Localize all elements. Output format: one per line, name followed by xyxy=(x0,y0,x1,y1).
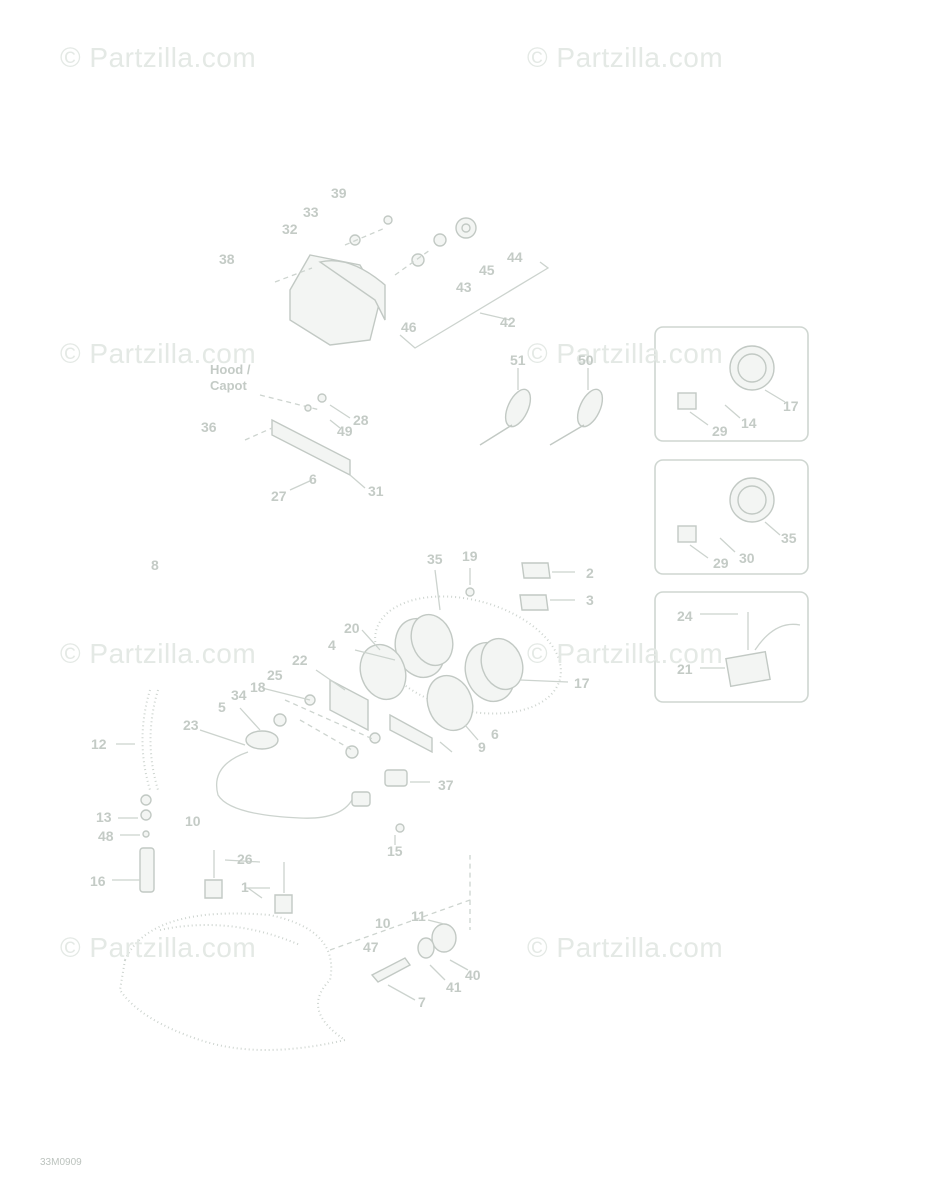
callout-label: 42 xyxy=(500,314,516,330)
upper-assembly xyxy=(274,215,550,349)
callout-label: 4 xyxy=(328,637,336,653)
callout-label: 10 xyxy=(185,813,201,829)
callout-label: 47 xyxy=(363,939,379,955)
callout-label: 29 xyxy=(712,423,728,439)
callout-label: 17 xyxy=(783,398,799,414)
callout-label: 51 xyxy=(510,352,526,368)
callout-label: 22 xyxy=(292,652,308,668)
watermark: © Partzilla.com xyxy=(527,338,724,369)
callout-label: 36 xyxy=(201,419,217,435)
inset-boxes xyxy=(654,326,809,703)
lower-cowl xyxy=(118,850,471,1051)
callout-label: 14 xyxy=(741,415,757,431)
callout-label: 37 xyxy=(438,777,454,793)
callout-label: 11 xyxy=(411,908,426,924)
callout-label: 28 xyxy=(353,412,369,428)
watermark: © Partzilla.com xyxy=(60,932,257,963)
callout-label: 49 xyxy=(337,423,353,439)
callout-label: 46 xyxy=(401,319,417,335)
callout-label: 39 xyxy=(331,185,347,201)
watermark: © Partzilla.com xyxy=(527,638,724,669)
callout-label: 33 xyxy=(303,204,319,220)
callout-label: 1 xyxy=(241,879,249,895)
callout-label: 45 xyxy=(479,262,495,278)
watermark: © Partzilla.com xyxy=(527,932,724,963)
callout-label: 44 xyxy=(507,249,523,265)
callout-label: 5 xyxy=(218,699,226,715)
callout-label: 31 xyxy=(368,483,384,499)
callout-label: 43 xyxy=(456,279,472,295)
callout-label: 34 xyxy=(231,687,247,703)
callout-label: 16 xyxy=(90,873,106,889)
cable-ties xyxy=(479,368,604,446)
probe-assembly xyxy=(112,689,159,893)
hood-label-line1: Hood / xyxy=(210,362,251,377)
callout-label: 10 xyxy=(375,915,391,931)
callout-label: 9 xyxy=(478,739,486,755)
callout-label: 50 xyxy=(578,352,594,368)
watermark: © Partzilla.com xyxy=(527,42,724,73)
callout-label: 13 xyxy=(96,809,112,825)
callout-label: 25 xyxy=(267,667,283,683)
drawing-code: 33M0909 xyxy=(40,1157,82,1168)
callout-label: 19 xyxy=(462,548,478,564)
watermark: © Partzilla.com xyxy=(60,42,257,73)
callout-label: 23 xyxy=(183,717,199,733)
callout-label: 8 xyxy=(151,557,159,573)
callout-label: 35 xyxy=(781,530,797,546)
gauge-cluster xyxy=(199,562,575,845)
callout-label: 27 xyxy=(271,488,287,504)
callout-label: 6 xyxy=(491,726,499,742)
callout-label: 40 xyxy=(465,967,481,983)
callout-label: 2 xyxy=(586,565,594,581)
callout-label: 35 xyxy=(427,551,443,567)
callout-label: 32 xyxy=(282,221,298,237)
callout-label: 6 xyxy=(309,471,317,487)
callout-label: 41 xyxy=(446,979,462,995)
callout-label: 29 xyxy=(713,555,729,571)
callout-label: 38 xyxy=(219,251,235,267)
watermark: © Partzilla.com xyxy=(60,638,257,669)
callout-label: 48 xyxy=(98,828,114,844)
watermark: © Partzilla.com xyxy=(60,338,257,369)
callout-label: 20 xyxy=(344,620,360,636)
callout-label: 17 xyxy=(574,675,590,691)
hood-bracket xyxy=(244,393,366,491)
callout-label: 12 xyxy=(91,736,107,752)
callout-label: 7 xyxy=(418,994,426,1010)
callout-label: 24 xyxy=(677,608,693,624)
callout-label: 3 xyxy=(586,592,594,608)
callout-label: 30 xyxy=(739,550,755,566)
hood-label: Hood / Capot xyxy=(210,362,250,394)
callout-label: 26 xyxy=(237,851,253,867)
callout-label: 15 xyxy=(387,843,403,859)
callout-label: 21 xyxy=(677,661,693,677)
callout-label: 18 xyxy=(250,679,266,695)
hood-label-line2: Capot xyxy=(210,378,247,393)
